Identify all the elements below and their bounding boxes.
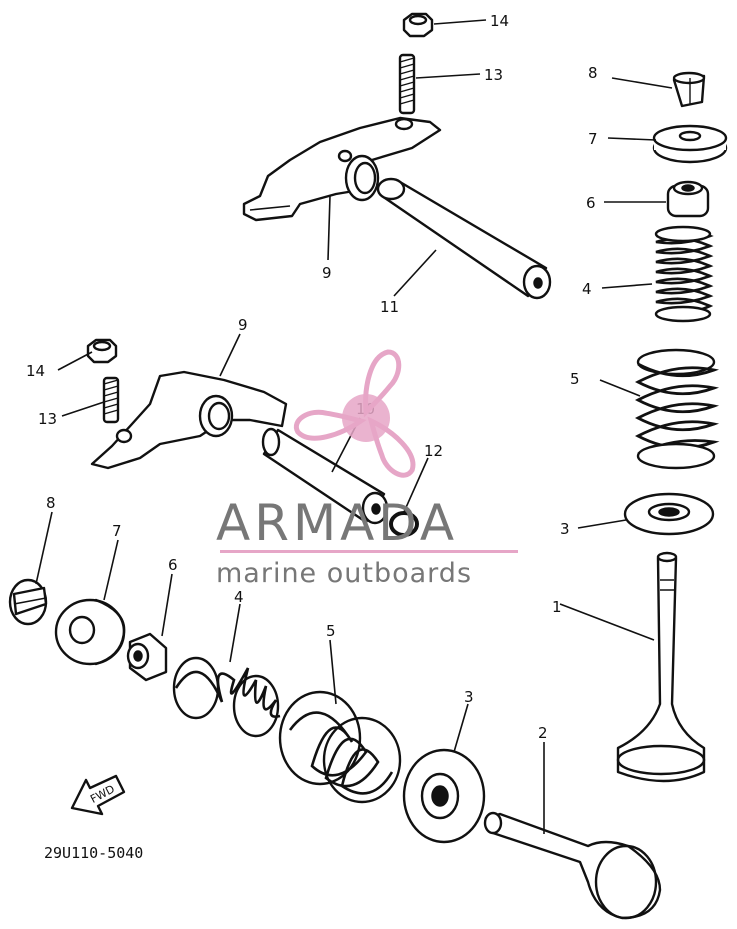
valve-right	[616, 551, 706, 783]
callout-13-upper: 13	[484, 66, 503, 84]
callout-6-left: 6	[168, 556, 178, 574]
callout-7-left: 7	[112, 522, 122, 540]
callout-12: 12	[424, 442, 443, 460]
callout-14-lower: 14	[26, 362, 45, 380]
callout-2: 2	[538, 724, 548, 742]
callout-3-left: 3	[464, 688, 474, 706]
callout-11: 11	[380, 298, 399, 316]
callout-labels: 14 13 8 7 6 4 9 11 5 3 9 14 13 10 12 8 7…	[26, 12, 598, 862]
nut-lower	[86, 338, 118, 364]
outer-spring-left	[278, 690, 402, 804]
valve-seal-right	[666, 180, 710, 218]
lower-valve-stack	[8, 578, 662, 920]
callout-1: 1	[552, 598, 562, 616]
fwd-arrow-icon: FWD	[70, 774, 126, 816]
watermark-title: ARMADA	[216, 494, 458, 552]
leader-lines	[35, 19, 673, 834]
callout-8-left: 8	[46, 494, 56, 512]
valve-cotter-right	[672, 71, 706, 108]
callout-3-right: 3	[560, 520, 570, 538]
nut-upper	[402, 12, 434, 38]
watermark-divider	[220, 550, 518, 553]
adjusting-screw-lower	[102, 376, 120, 424]
callout-6-right: 6	[586, 194, 596, 212]
propeller-logo-icon	[292, 349, 423, 479]
inner-spring-left	[172, 656, 281, 738]
callout-4-left: 4	[234, 588, 244, 606]
rocker-arm-upper	[242, 116, 442, 222]
callout-13-lower: 13	[38, 410, 57, 428]
callout-9-lower: 9	[238, 316, 248, 334]
rocker-shaft-lower	[261, 427, 389, 525]
outer-spring-right	[634, 348, 720, 470]
upper-rocker-assembly	[242, 12, 552, 300]
part-code: 29U110-5040	[44, 844, 143, 862]
callout-5-left: 5	[326, 622, 336, 640]
callout-4-right: 4	[582, 280, 592, 298]
callout-5-right: 5	[570, 370, 580, 388]
callout-9-upper: 9	[322, 264, 332, 282]
rocker-arm-lower	[90, 370, 288, 470]
inner-spring-right	[654, 225, 714, 323]
watermark-subtitle: marine outboards	[216, 558, 472, 589]
valve-left	[483, 811, 662, 920]
valve-seal-left	[126, 632, 168, 682]
spring-seat-left	[402, 748, 486, 844]
callout-8-right: 8	[588, 64, 598, 82]
lower-rocker-assembly	[86, 338, 419, 537]
right-valve-stack	[616, 71, 728, 783]
spring-retainer-right	[652, 124, 728, 164]
valve-cotter-left	[8, 578, 48, 626]
o-ring	[389, 511, 419, 537]
spring-retainer-left	[54, 598, 126, 666]
adjusting-screw-upper	[398, 53, 416, 115]
callout-7-right: 7	[588, 130, 598, 148]
armada-watermark: ARMADA marine outboards	[216, 349, 518, 589]
rocker-shaft-upper	[376, 177, 552, 300]
callout-14-upper: 14	[490, 12, 509, 30]
spring-seat-right	[623, 492, 715, 536]
